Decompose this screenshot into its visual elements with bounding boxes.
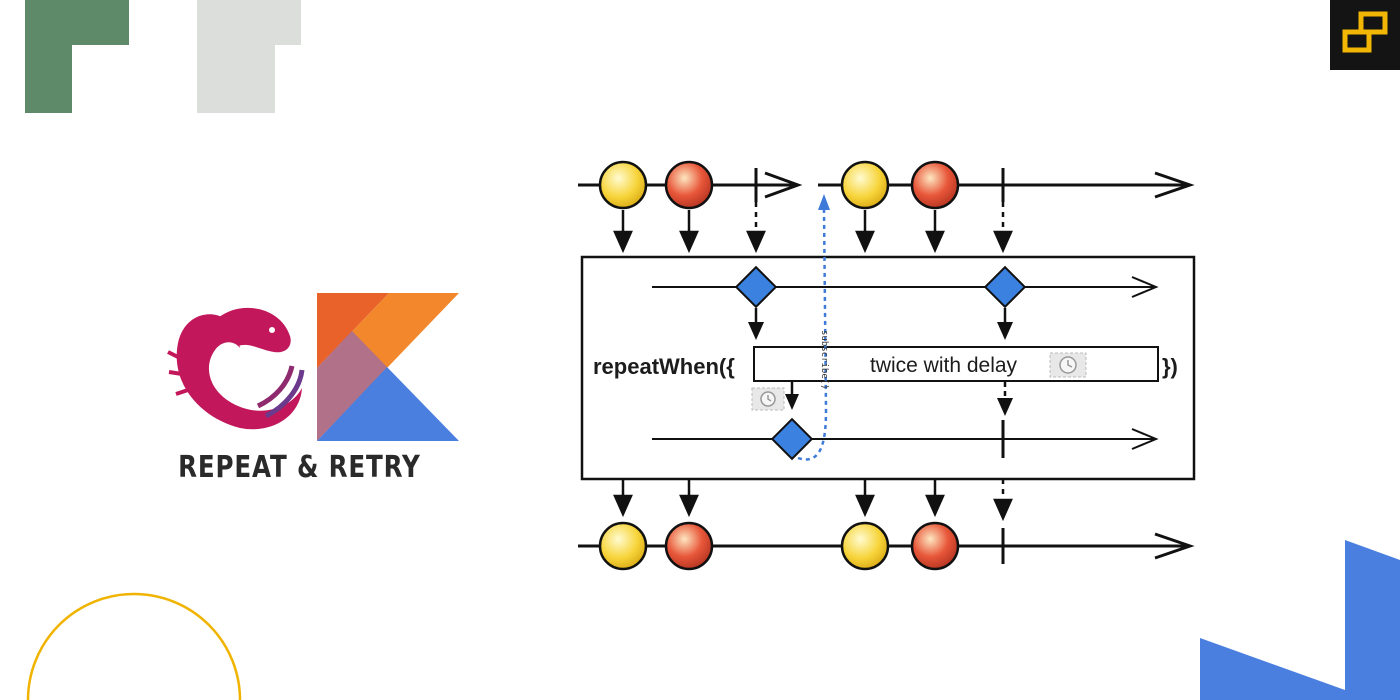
marble-red bbox=[664, 521, 714, 571]
decorative-green-notch bbox=[72, 45, 129, 113]
repeatwhen-marble-diagram: repeatWhen({ twice with delay }) subscri… bbox=[578, 160, 1196, 571]
input-arrows bbox=[613, 202, 1013, 254]
cube-logo-icon bbox=[1330, 0, 1400, 70]
marble-red bbox=[664, 160, 714, 210]
decorative-gray-notch bbox=[275, 45, 301, 113]
logo-caption: REPEAT & RETRY bbox=[178, 450, 421, 485]
resubscribe-path bbox=[797, 209, 828, 461]
decorative-blue-shape bbox=[1200, 638, 1345, 700]
diamond-resubscribe bbox=[770, 417, 814, 461]
marble-red bbox=[910, 521, 960, 571]
marble-yellow bbox=[840, 160, 890, 210]
marble-yellow bbox=[840, 521, 890, 571]
kotlin-logo-icon bbox=[317, 293, 459, 441]
marble-red bbox=[910, 160, 960, 210]
output-arrows bbox=[613, 479, 1013, 522]
clock-icon bbox=[751, 387, 785, 411]
operator-close-text: }) bbox=[1162, 354, 1178, 379]
marble-yellow bbox=[598, 521, 648, 571]
inner-function-box bbox=[753, 346, 1159, 382]
resubscribe-label: subscribe() bbox=[819, 330, 829, 390]
decorative-yellow-arc bbox=[26, 592, 242, 700]
decorative-blue-shape bbox=[1345, 540, 1400, 700]
rx-kotlin-logo bbox=[167, 293, 459, 441]
diamond-notification bbox=[734, 265, 778, 309]
operator-open-text: repeatWhen({ bbox=[593, 354, 735, 379]
clock-icon bbox=[1049, 352, 1087, 378]
reactivex-eel-icon bbox=[167, 307, 305, 430]
marble-yellow bbox=[598, 160, 648, 210]
inner-function-text: twice with delay bbox=[870, 354, 1018, 377]
diamond-notification bbox=[983, 265, 1027, 309]
